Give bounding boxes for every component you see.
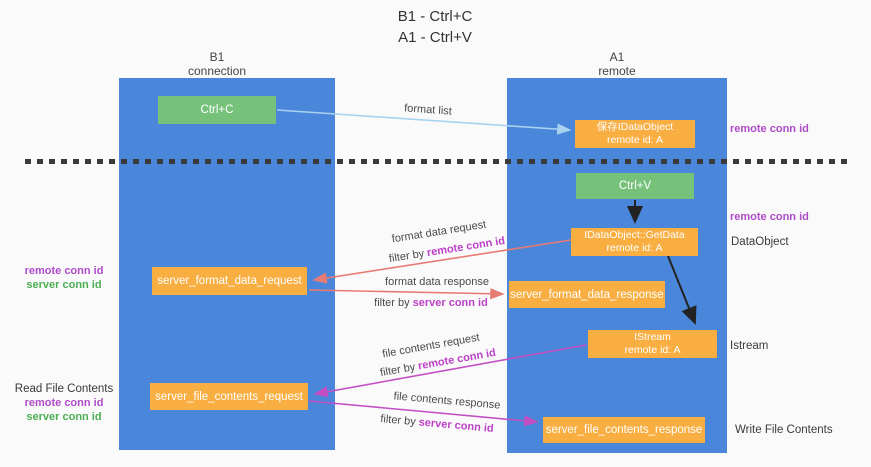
filter-key-server-conn-id: server conn id (412, 297, 488, 309)
getdata-line2: remote id: A (606, 242, 663, 254)
server-format-data-response-label: server_format_data_response (510, 288, 664, 301)
filter-prefix: filter by (374, 297, 410, 309)
getdata-line1: IDataObject::GetData (584, 229, 685, 241)
server-file-contents-request-box: server_file_contents_request (150, 383, 308, 410)
ctrl-c-label: Ctrl+C (200, 104, 234, 116)
write-file-contents-label: Write File Contents (735, 424, 833, 436)
filter-key-remote-conn-id: remote conn id (426, 234, 506, 260)
read-file-contents-label: Read File Contents (14, 383, 114, 395)
istream-box: IStream remote id: A (588, 330, 717, 358)
column-a1-name: A1 (609, 50, 625, 64)
ctrl-v-label: Ctrl+V (618, 180, 652, 192)
remote-conn-id-label-mid: remote conn id (730, 211, 809, 223)
format-data-response-label: format data response (385, 276, 489, 288)
server-format-data-request-box: server_format_data_request (152, 267, 307, 295)
format-data-response-arrow (308, 288, 505, 300)
format-list-label: format list (403, 102, 453, 118)
filter-prefix: filter by (379, 413, 417, 429)
filter-key-server-conn-id: server conn id (418, 416, 495, 435)
server-format-data-request-label: server_format_data_request (157, 275, 302, 287)
save-idataobject-box: 保存IDataObject remote id: A (575, 120, 695, 148)
column-b1-subtitle: connection (187, 64, 247, 78)
save-idataobject-line1: 保存IDataObject (596, 121, 674, 133)
left-bottom-remote-conn-id: remote conn id (24, 397, 104, 409)
server-format-data-response-box: server_format_data_response (509, 281, 665, 308)
column-a1-subtitle: remote (598, 64, 636, 78)
left-mid-server-conn-id: server conn id (26, 279, 102, 291)
dataobject-label: DataObject (731, 236, 789, 248)
server-file-contents-request-label: server_file_contents_request (155, 390, 303, 403)
title-line-1: B1 - Ctrl+C (397, 8, 473, 25)
ctrl-v-box: Ctrl+V (576, 173, 694, 199)
idataobject-getdata-box: IDataObject::GetData remote id: A (571, 228, 698, 256)
filter-prefix: filter by (388, 247, 426, 266)
left-mid-remote-conn-id: remote conn id (24, 265, 104, 277)
file-contents-response-label: file contents response (393, 390, 501, 412)
istream-side-label: Istream (730, 340, 769, 352)
istream-line1: IStream (634, 331, 671, 343)
save-idataobject-line2: remote id: A (606, 134, 664, 146)
filter-prefix: filter by (379, 361, 417, 380)
ctrl-c-box: Ctrl+C (158, 96, 276, 124)
left-bottom-server-conn-id: server conn id (26, 411, 102, 423)
column-header-a1: A1 remote (557, 50, 677, 78)
left-mid-id-labels: remote conn id server conn id (8, 264, 120, 292)
server-file-contents-response-box: server_file_contents_response (543, 417, 705, 443)
server-file-contents-response-label: server_file_contents_response (545, 424, 703, 436)
column-b1-name: B1 (209, 50, 225, 64)
remote-conn-id-label-top: remote conn id (730, 123, 809, 135)
dashed-divider (25, 159, 847, 164)
left-bottom-labels: Read File Contents remote conn id server… (8, 382, 120, 424)
istream-line2: remote id: A (624, 344, 681, 356)
column-header-b1: B1 connection (157, 50, 277, 78)
diagram-title: B1 - Ctrl+C A1 - Ctrl+V (350, 6, 520, 48)
title-line-2: A1 - Ctrl+V (398, 29, 472, 46)
